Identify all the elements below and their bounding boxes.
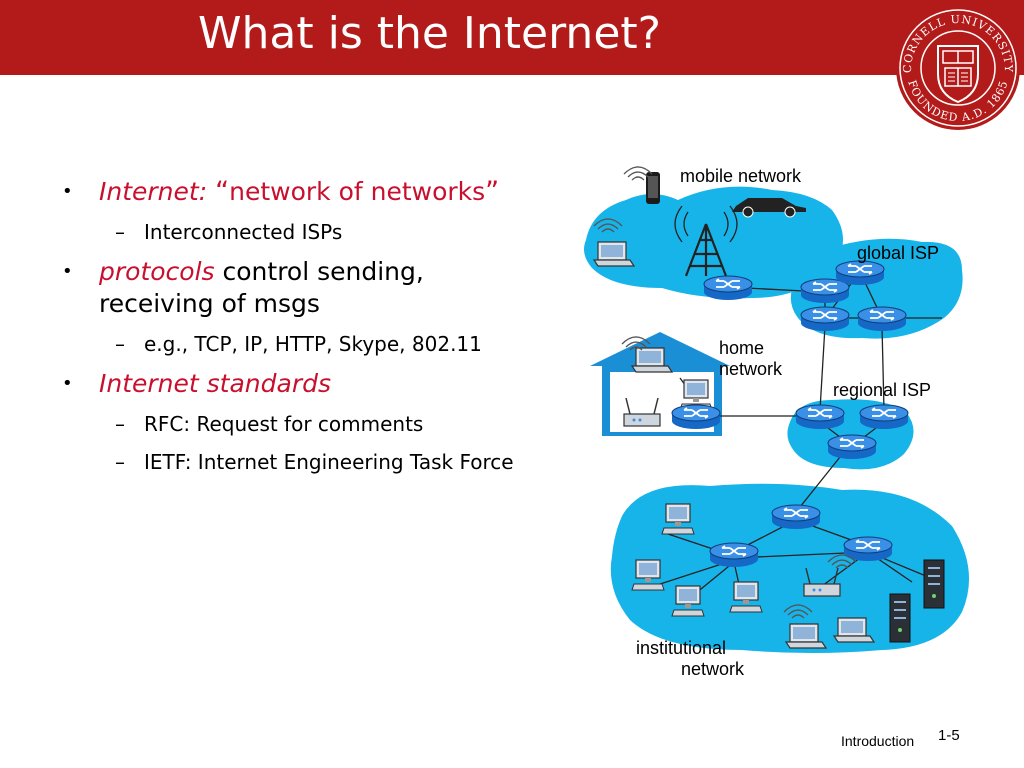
bullet-standards: • Internet standards	[62, 368, 582, 400]
label-home-line2: network	[719, 359, 783, 379]
network-diagram	[584, 166, 970, 653]
label-institutional-line2: network	[681, 659, 745, 679]
car-icon	[732, 198, 806, 218]
bullet-list: • Internet: “network of networks” – Inte…	[62, 176, 582, 486]
sub-bullet: – RFC: Request for comments	[62, 410, 582, 438]
title-bar	[0, 0, 1024, 75]
router-icon	[859, 404, 909, 430]
label-institutional-line1: institutional	[636, 638, 727, 658]
server-icon	[889, 593, 911, 643]
router-icon	[835, 260, 885, 286]
label-regional-isp: regional ISP	[833, 380, 932, 400]
router-icon	[800, 306, 850, 332]
router-icon	[800, 278, 850, 304]
router-icon	[827, 434, 877, 460]
bullet-prefix: protocols	[99, 257, 215, 286]
bullet-text: network of networks	[229, 177, 486, 206]
router-icon	[709, 542, 759, 568]
bullet-dot: •	[62, 373, 73, 394]
dash-marker: –	[115, 450, 125, 474]
footer-text: Introduction	[841, 733, 915, 749]
bullet-text-line2: receiving of msgs	[99, 289, 320, 318]
bullet-prefix: Internet standards	[99, 369, 332, 398]
label-home-line1: home	[719, 338, 765, 358]
bullet-text: control sending,	[222, 257, 424, 286]
bullet-internet: • Internet: “network of networks”	[62, 176, 582, 208]
router-icon	[703, 275, 753, 301]
desktop-computer-icon	[729, 581, 763, 613]
sub-bullet: – IETF: Internet Engineering Task Force	[62, 448, 582, 476]
cornell-seal-logo: CORNELL UNIVERSITY FOUNDED A.D. 1865	[896, 6, 1020, 130]
cell-tower-icon	[674, 205, 738, 277]
dash-marker: –	[115, 412, 125, 436]
router-icon	[795, 404, 845, 430]
label-global-isp: global ISP	[857, 243, 940, 263]
desktop-computer-icon	[671, 585, 705, 617]
dash-marker: –	[115, 220, 125, 244]
open-quote: “	[215, 176, 230, 207]
sub-bullet: – e.g., TCP, IP, HTTP, Skype, 802.11	[62, 330, 582, 358]
bullet-prefix: Internet:	[99, 177, 208, 206]
bullet-protocols: • protocols control sending, receiving o…	[62, 256, 582, 320]
sub-bullet: – Interconnected ISPs	[62, 218, 582, 246]
smartphone-icon	[646, 172, 660, 204]
desktop-computer-icon	[631, 559, 665, 591]
router-icon	[671, 404, 721, 430]
desktop-computer-icon	[661, 503, 695, 535]
label-mobile-network: mobile network	[680, 166, 802, 186]
slide-title: What is the Internet?	[198, 8, 661, 59]
router-icon	[771, 504, 821, 530]
router-icon	[857, 306, 907, 332]
sub-bullet-text: IETF: Internet Engineering Task Force	[144, 450, 514, 474]
bullet-dot: •	[62, 261, 73, 282]
dash-marker: –	[115, 332, 125, 356]
sub-bullet-text: RFC: Request for comments	[144, 412, 424, 436]
bullet-dot: •	[62, 181, 73, 202]
sub-bullet-text: Interconnected ISPs	[144, 220, 343, 244]
sub-bullet-text: e.g., TCP, IP, HTTP, Skype, 802.11	[144, 332, 482, 356]
page-number: 1-5	[938, 727, 960, 744]
server-icon	[923, 559, 945, 609]
close-quote: ”	[485, 176, 500, 207]
